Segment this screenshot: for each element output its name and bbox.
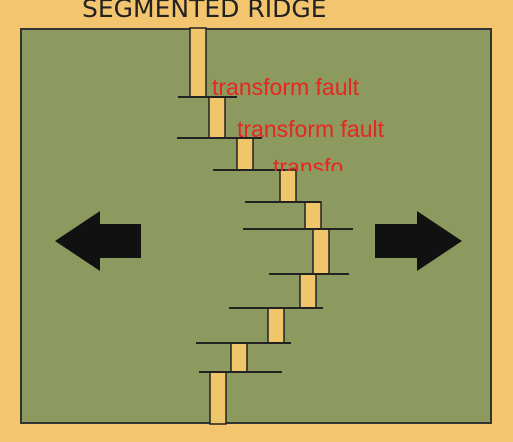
arrow-left-icon	[55, 211, 141, 271]
transform-fault-label-3: transfo	[273, 156, 344, 171]
ridge-segment	[267, 307, 285, 344]
ridge-segment	[209, 371, 227, 425]
fault-layer	[177, 96, 353, 373]
transform-fault-label-2: transform fault	[237, 118, 384, 141]
transform-fault-label-1: transform fault	[212, 76, 359, 99]
ridge-segment	[304, 201, 322, 230]
ridge-segment	[299, 273, 317, 309]
ridge-segment	[208, 96, 226, 139]
ridge-segment	[279, 169, 297, 203]
ridge-segment	[189, 27, 207, 98]
ridge-layer	[189, 27, 330, 425]
ridge-segment	[236, 137, 254, 171]
ridge-segment	[312, 228, 330, 275]
diagram-title: SEGMENTED RIDGE	[82, 0, 327, 23]
ridge-segment	[230, 342, 248, 373]
arrow-right-icon	[375, 211, 462, 271]
